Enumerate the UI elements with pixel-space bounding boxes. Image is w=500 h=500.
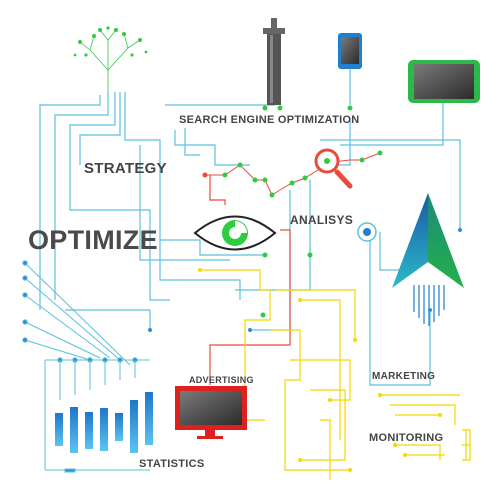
left-network <box>22 260 150 473</box>
marketing-label: MARKETING <box>372 371 436 382</box>
phone-icon <box>338 33 362 69</box>
strategy-label: STRATEGY <box>84 160 167 177</box>
analysis-node-icon <box>357 222 377 242</box>
bar-chart-icon <box>55 392 153 453</box>
yellow-circuit-lines <box>200 269 471 480</box>
analisys-label: ANALISYS <box>290 213 354 227</box>
yellow-dots <box>198 268 442 472</box>
advertising-label: ADVERTISING <box>189 375 254 385</box>
red-circuit-lines <box>209 175 291 385</box>
tree-icon <box>73 26 148 92</box>
tablet-icon <box>408 60 480 103</box>
cyan-dots <box>148 228 462 332</box>
statistics-label: STATISTICS <box>139 458 205 470</box>
seo-label: SEARCH ENGINE OPTIMIZATION <box>179 114 360 126</box>
tower-icon <box>263 18 285 105</box>
eye-icon <box>193 215 277 251</box>
optimize-label: OPTIMIZE <box>28 225 158 255</box>
monitor-icon <box>175 386 247 439</box>
magnifier-icon <box>314 148 353 189</box>
arrow-rocket-icon <box>392 193 464 326</box>
monitoring-label: MONITORING <box>369 432 444 444</box>
trend-line <box>202 105 383 318</box>
